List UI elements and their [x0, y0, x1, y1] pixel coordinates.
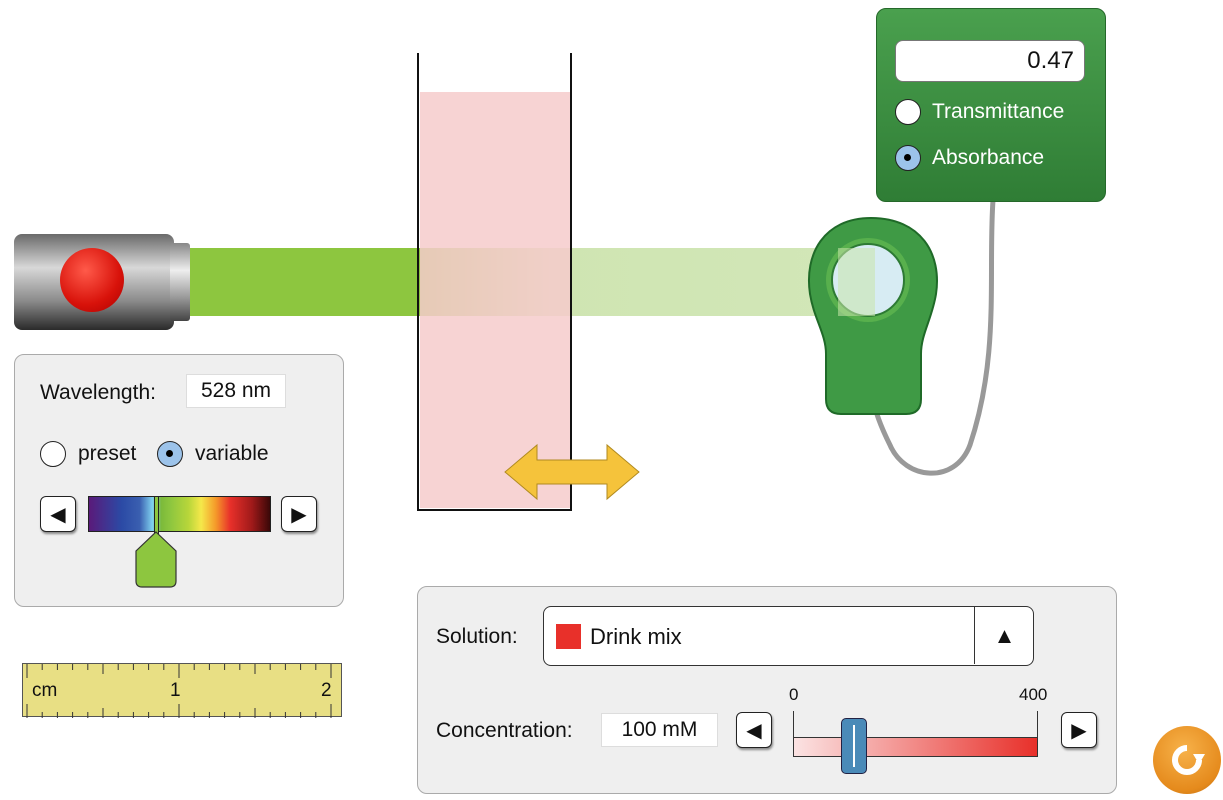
variable-label: variable [195, 442, 269, 465]
concentration-decrease-button[interactable]: ◀ [736, 712, 772, 748]
ruler-ticks [26, 664, 332, 718]
preset-radio[interactable] [40, 441, 66, 467]
light-power-button[interactable] [60, 248, 124, 312]
transmittance-label: Transmittance [932, 100, 1065, 123]
absorbance-radio[interactable] [895, 145, 921, 171]
concentration-min-label: 0 [789, 685, 799, 704]
concentration-tick-min [793, 711, 794, 756]
solution-label: Solution: [436, 625, 518, 648]
wavelength-spectrum-slider[interactable] [88, 496, 271, 532]
concentration-tick-max [1037, 711, 1038, 756]
ruler-unit: cm [32, 680, 58, 701]
preset-label: preset [78, 442, 137, 465]
meter-readout: 0.47 [895, 40, 1085, 82]
concentration-increase-button[interactable]: ▶ [1061, 712, 1097, 748]
wavelength-increase-button[interactable]: ▶ [281, 496, 317, 532]
solution-dropdown-arrow-icon[interactable]: ▲ [974, 607, 1034, 664]
variable-radio[interactable] [157, 441, 183, 467]
solution-swatch [556, 624, 581, 649]
reset-all-button[interactable] [1153, 726, 1221, 794]
solution-selected: Drink mix [590, 624, 682, 649]
wavelength-thumb[interactable] [134, 531, 178, 589]
concentration-value: 100 mM [601, 713, 718, 747]
wavelength-thumb-line [154, 496, 159, 534]
solution-panel: Solution: Drink mix ▲ Concentration: 100… [417, 586, 1117, 794]
detector-probe[interactable] [806, 214, 946, 419]
concentration-max-label: 400 [1019, 685, 1048, 704]
meter-body[interactable]: 0.47 Transmittance Absorbance [876, 8, 1106, 202]
transmittance-radio[interactable] [895, 99, 921, 125]
light-nozzle [170, 243, 190, 321]
concentration-label: Concentration: [436, 719, 573, 742]
wavelength-value: 528 nm [186, 374, 286, 408]
wavelength-panel: Wavelength: 528 nm preset variable ◀ ▶ [14, 354, 344, 607]
solution-combobox[interactable]: Drink mix ▲ [543, 606, 1034, 666]
cuvette-resize-arrow-icon[interactable] [503, 443, 643, 501]
detector-cable [872, 199, 996, 476]
ruler-label-1: 1 [170, 680, 181, 701]
reset-icon [1172, 745, 1205, 775]
beam-on-lens [838, 248, 875, 316]
concentration-slider-track[interactable] [793, 737, 1038, 757]
absorbance-label: Absorbance [932, 146, 1045, 169]
ruler[interactable]: cm 1 2 [22, 663, 342, 718]
ruler-label-2: 2 [321, 680, 332, 701]
wavelength-decrease-button[interactable]: ◀ [40, 496, 76, 532]
cuvette-liquid [420, 92, 570, 508]
wavelength-label: Wavelength: [40, 381, 156, 404]
concentration-slider-thumb[interactable] [841, 718, 868, 774]
cuvette[interactable] [417, 53, 572, 511]
